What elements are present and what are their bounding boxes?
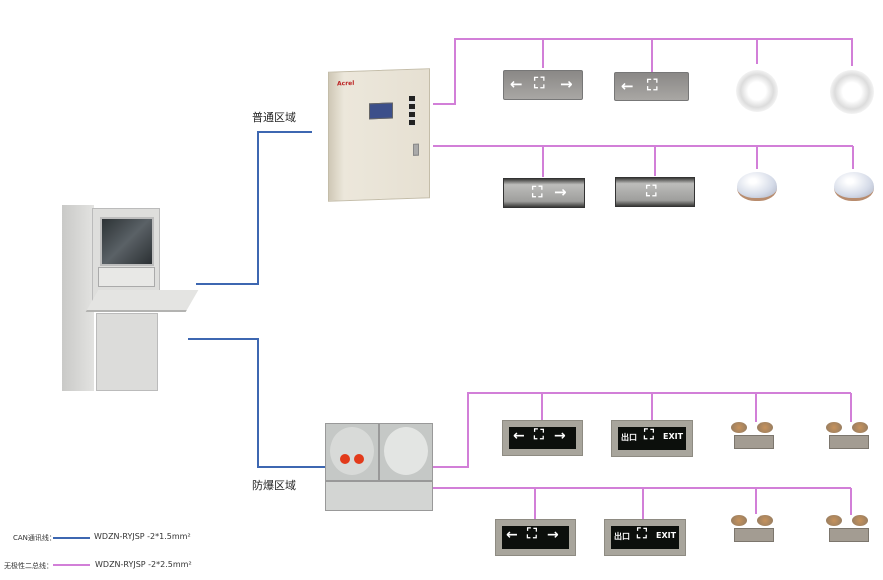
running-man-icon: ⛶ bbox=[647, 76, 658, 94]
red-switch-icon bbox=[354, 454, 364, 464]
lamp-head bbox=[852, 422, 868, 433]
double-arrow-exit-sign[interactable]: ← ⛶ → bbox=[503, 70, 583, 100]
sign-face: ← ⛶ → bbox=[502, 526, 569, 549]
ex-double-arrow-exit-sign[interactable]: ← ⛶ → bbox=[495, 519, 576, 556]
round-emergency-light[interactable] bbox=[830, 70, 874, 114]
exit-sign[interactable]: ⛶ bbox=[615, 177, 695, 207]
keyboard-tray bbox=[85, 290, 199, 312]
cabinet-brand: Acrel bbox=[337, 79, 355, 88]
cabinet-handle bbox=[413, 143, 419, 156]
ex-exit-sign[interactable]: 出口 ⛶ EXIT bbox=[604, 519, 686, 556]
monitor-screen bbox=[100, 217, 154, 266]
zone-label-normal: 普通区域 bbox=[252, 111, 296, 124]
lamp-head bbox=[731, 515, 747, 526]
ex-box-cover bbox=[384, 427, 428, 475]
ex-box-panel-left bbox=[325, 423, 379, 481]
ex-box-dial bbox=[330, 427, 374, 475]
lamp-head bbox=[826, 515, 842, 526]
round-emergency-light[interactable] bbox=[736, 70, 778, 112]
ex-twin-head-emergency-light[interactable] bbox=[731, 515, 781, 549]
can-line-normal bbox=[196, 131, 312, 285]
ex-exit-sign[interactable]: 出口 ⛶ EXIT bbox=[611, 420, 693, 457]
left-arrow-exit-sign[interactable]: ← ⛶ bbox=[614, 72, 689, 101]
lamp-body bbox=[829, 435, 869, 449]
legend-can-label: CAN通讯线： bbox=[13, 534, 56, 542]
dome-ceiling-light[interactable] bbox=[737, 172, 777, 201]
exit-cn-text: 出口 bbox=[621, 433, 637, 442]
ex-double-arrow-exit-sign[interactable]: ← ⛶ → bbox=[502, 420, 583, 456]
running-man-icon: ⛶ bbox=[637, 526, 647, 542]
running-man-icon: ⛶ bbox=[534, 427, 544, 443]
arrow-right-icon: → bbox=[560, 75, 573, 93]
running-man-icon: ⛶ bbox=[644, 427, 654, 443]
ex-box-panel-right bbox=[379, 423, 433, 481]
running-man-icon: ⛶ bbox=[527, 526, 537, 542]
host-console[interactable] bbox=[62, 205, 199, 391]
exit-cn-text: 出口 bbox=[614, 532, 630, 541]
red-switch-icon bbox=[340, 454, 350, 464]
lamp-head bbox=[731, 422, 747, 433]
lamp-body bbox=[734, 528, 774, 542]
ex-twin-head-emergency-light[interactable] bbox=[826, 422, 876, 456]
sign-face: 出口 ⛶ EXIT bbox=[611, 526, 679, 549]
sign-face: ← ⛶ → bbox=[509, 427, 576, 449]
running-man-icon: ⛶ bbox=[646, 182, 657, 200]
arrow-right-icon: → bbox=[554, 183, 567, 201]
lighting-distribution-cabinet[interactable]: Acrel bbox=[320, 68, 432, 202]
exit-en-text: EXIT bbox=[656, 531, 677, 540]
lamp-body bbox=[829, 528, 869, 542]
cabinet-switches bbox=[409, 95, 415, 126]
lamp-head bbox=[757, 422, 773, 433]
lamp-head bbox=[757, 515, 773, 526]
lamp-head bbox=[826, 422, 842, 433]
arrow-right-icon: → bbox=[547, 527, 559, 543]
console-side bbox=[62, 205, 94, 391]
right-arrow-exit-sign[interactable]: ⛶ → bbox=[503, 178, 585, 208]
arrow-left-icon: ← bbox=[513, 428, 525, 444]
can-line-ex bbox=[188, 338, 325, 468]
exit-en-text: EXIT bbox=[663, 432, 684, 441]
ex-twin-head-emergency-light[interactable] bbox=[731, 422, 781, 456]
dome-ceiling-light[interactable] bbox=[834, 172, 874, 201]
running-man-icon: ⛶ bbox=[532, 183, 543, 201]
arrow-left-icon: ← bbox=[621, 77, 634, 95]
arrow-right-icon: → bbox=[554, 428, 566, 444]
arrow-left-icon: ← bbox=[506, 527, 518, 543]
legend-can-spec: WDZN-RYJSP -2*1.5mm² bbox=[94, 532, 191, 541]
lamp-body bbox=[734, 435, 774, 449]
running-man-icon: ⛶ bbox=[534, 74, 545, 92]
bus-line-ex-1 bbox=[433, 392, 851, 468]
control-panel bbox=[98, 267, 155, 287]
cabinet-body: Acrel bbox=[328, 68, 430, 202]
legend-bus-label: 无极性二总线： bbox=[4, 562, 53, 570]
sign-face: 出口 ⛶ EXIT bbox=[618, 427, 686, 450]
console-cabinet-door bbox=[96, 313, 158, 391]
lamp-head bbox=[852, 515, 868, 526]
explosion-proof-distribution-box[interactable] bbox=[325, 423, 433, 511]
zone-label-ex: 防爆区域 bbox=[252, 479, 296, 492]
bus-line-normal-1 bbox=[433, 38, 853, 105]
ex-twin-head-emergency-light[interactable] bbox=[826, 515, 876, 549]
double-arrow-icon: ← bbox=[510, 75, 523, 93]
ex-box-lower bbox=[325, 481, 433, 511]
cabinet-display bbox=[369, 102, 393, 120]
legend-bus-spec: WDZN-RYJSP -2*2.5mm² bbox=[95, 560, 192, 569]
